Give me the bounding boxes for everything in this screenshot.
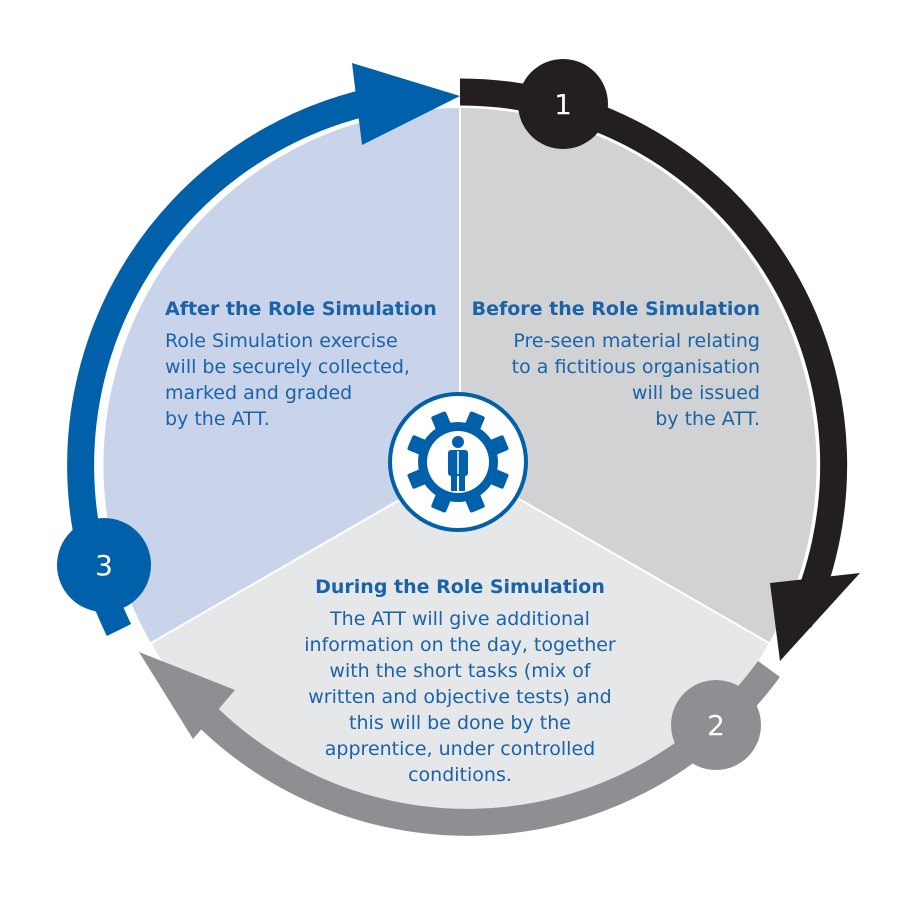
sector-after bbox=[103, 108, 461, 643]
stage-before-text: Before the Role Simulation Pre-seen mate… bbox=[472, 298, 760, 430]
badge-1: 1 bbox=[518, 59, 608, 149]
stage-before-line: to a fictitious organisation bbox=[512, 356, 760, 378]
stage-during-line: written and objective tests) and bbox=[308, 686, 611, 708]
stage-during-line: The ATT will give additional bbox=[329, 608, 590, 630]
stage-during-line: conditions. bbox=[408, 764, 512, 786]
stage-during-line: information on the day, together bbox=[304, 634, 616, 656]
badge-3-number: 3 bbox=[95, 549, 113, 582]
badge-1-number: 1 bbox=[554, 88, 572, 121]
stage-after-line: by the ATT. bbox=[165, 408, 270, 430]
badge-3: 3 bbox=[57, 518, 151, 612]
stage-before-title: Before the Role Simulation bbox=[472, 298, 760, 320]
stage-during-title: During the Role Simulation bbox=[315, 576, 605, 598]
stage-during-text: During the Role Simulation The ATT will … bbox=[304, 576, 616, 786]
stage-during-line: with the short tasks (mix of bbox=[329, 660, 591, 682]
badge-2: 2 bbox=[671, 680, 761, 770]
sector-before bbox=[460, 108, 817, 643]
arrow-during-head bbox=[139, 652, 235, 739]
stage-after-title: After the Role Simulation bbox=[165, 298, 437, 320]
arrow-after-head bbox=[352, 63, 460, 145]
stage-before-line: by the ATT. bbox=[655, 408, 760, 430]
gear-person-icon bbox=[388, 392, 528, 532]
badge-2-number: 2 bbox=[707, 709, 725, 742]
stage-after-line: marked and graded bbox=[165, 382, 352, 404]
stage-after-line: will be securely collected, bbox=[165, 356, 410, 378]
stage-after-text: After the Role Simulation Role Simulatio… bbox=[165, 298, 437, 430]
stage-before-line: Pre-seen material relating bbox=[513, 330, 760, 352]
stage-during-line: apprentice, under controlled bbox=[325, 738, 595, 760]
arrow-before-head bbox=[770, 573, 860, 661]
stage-during-line: this will be done by the bbox=[349, 712, 571, 734]
stage-before-line: will be issued bbox=[632, 382, 760, 404]
stage-after-line: Role Simulation exercise bbox=[165, 330, 398, 352]
